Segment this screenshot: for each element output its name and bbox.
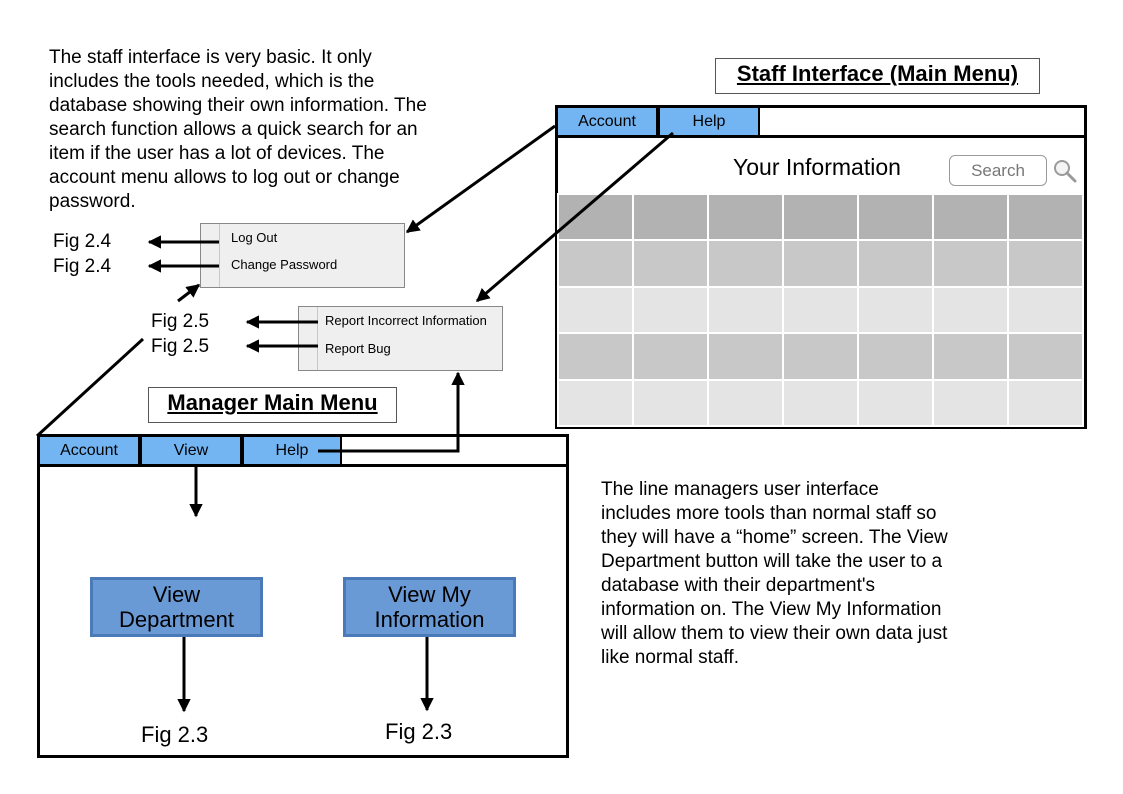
help-menu-arrow: [475, 131, 674, 303]
manager-help-arrow: [318, 371, 465, 453]
description-line: search function allows a quick search fo…: [49, 119, 418, 140]
staff-help-tab[interactable]: Help: [658, 106, 760, 137]
grid-cell: [932, 239, 1009, 288]
grid-row: [557, 239, 1084, 288]
fig-ref-log-out: Fig 2.4: [53, 231, 112, 252]
staff-description: The staff interface is very basic. It on…: [49, 46, 427, 214]
staff-account-tab[interactable]: Account: [556, 106, 658, 137]
grid-cell: [707, 192, 784, 242]
grid-cell: [632, 378, 709, 428]
grid-cell: [557, 285, 634, 335]
grid-cell: [857, 332, 934, 381]
change-password-menu-item[interactable]: Change Password: [231, 257, 338, 272]
description-line: The line managers user interface: [601, 479, 879, 500]
grid-cell: [932, 192, 1009, 242]
information-grid: [557, 192, 1084, 428]
fig-ref-report-bug: Fig 2.5: [151, 336, 210, 357]
fig-ref-view-my-information: Fig 2.3: [385, 719, 453, 744]
fig-ref-report-incorrect: Fig 2.5: [151, 311, 210, 332]
your-information-heading: Your Information: [733, 154, 901, 180]
description-line: includes more tools than normal staff so: [601, 503, 937, 524]
search-icon[interactable]: [1052, 158, 1078, 184]
description-line: like normal staff.: [601, 647, 739, 668]
grid-cell: [932, 378, 1009, 428]
grid-cell: [782, 332, 859, 381]
description-line: information on. The View My Information: [601, 599, 942, 620]
grid-row: [557, 378, 1084, 428]
manager-view-tab[interactable]: View: [140, 435, 242, 466]
grid-cell: [557, 239, 634, 288]
grid-cell: [707, 285, 784, 335]
grid-cell: [557, 332, 634, 381]
grid-cell: [557, 378, 634, 428]
grid-cell: [857, 378, 934, 428]
description-line: database with their department's: [601, 575, 876, 596]
grid-cell: [1007, 332, 1084, 381]
button-label-line: View: [152, 582, 201, 607]
search-input[interactable]: Search: [949, 155, 1047, 186]
description-line: password.: [49, 191, 136, 212]
grid-cell: [1007, 192, 1084, 242]
description-line: account menu allows to log out or change: [49, 167, 400, 188]
grid-cell: [632, 239, 709, 288]
grid-cell: [857, 239, 934, 288]
menu-divider: [557, 135, 1084, 138]
report-bug-menu-item[interactable]: Report Bug: [325, 341, 391, 356]
grid-cell: [1007, 378, 1084, 428]
grid-cell: [782, 192, 859, 242]
grid-cell: [932, 332, 1009, 381]
menu-divider: [39, 464, 566, 467]
description-line: will allow them to view their own data j…: [601, 623, 948, 644]
manager-account-arrow-upper: [177, 283, 201, 303]
grid-cell: [857, 192, 934, 242]
grid-cell: [782, 239, 859, 288]
fig-ref-view-department: Fig 2.3: [141, 722, 209, 747]
fig-ref-change-password: Fig 2.4: [53, 256, 112, 277]
report-incorrect-information-menu-item[interactable]: Report Incorrect Information: [325, 313, 487, 328]
grid-cell: [857, 285, 934, 335]
button-label-line: View My: [388, 582, 471, 607]
grid-cell: [632, 192, 709, 242]
grid-cell: [632, 332, 709, 381]
grid-cell: [782, 285, 859, 335]
staff-interface-title: Staff Interface (Main Menu): [715, 58, 1040, 94]
grid-cell: [632, 285, 709, 335]
grid-row: [557, 285, 1084, 335]
account-menu-arrow: [405, 124, 556, 234]
grid-cell: [707, 239, 784, 288]
log-out-menu-item[interactable]: Log Out: [231, 230, 278, 245]
account-dropdown-menu: Log Out Change Password: [200, 223, 405, 288]
button-label-line: Department: [119, 607, 234, 632]
grid-row: [557, 332, 1084, 381]
description-line: The staff interface is very basic. It on…: [49, 47, 372, 68]
grid-cell: [932, 285, 1009, 335]
manager-account-arrow-lower: [35, 337, 145, 438]
grid-cell: [1007, 239, 1084, 288]
view-my-information-button[interactable]: View My Information: [343, 577, 516, 637]
grid-cell: [782, 378, 859, 428]
button-label-line: Information: [374, 607, 485, 632]
grid-cell: [1007, 285, 1084, 335]
manager-main-menu-title: Manager Main Menu: [148, 387, 397, 423]
description-line: database showing their own information. …: [49, 95, 427, 116]
grid-cell: [707, 378, 784, 428]
description-line: they will have a “home” screen. The View: [601, 527, 948, 548]
grid-cell: [707, 332, 784, 381]
grid-row: [557, 192, 1084, 242]
view-department-button[interactable]: View Department: [90, 577, 263, 637]
description-line: Department button will take the user to …: [601, 551, 943, 572]
description-line: includes the tools needed, which is the: [49, 71, 375, 92]
description-line: item if the user has a lot of devices. T…: [49, 143, 385, 164]
manager-description: The line managers user interface include…: [601, 478, 948, 670]
help-dropdown-menu: Report Incorrect Information Report Bug: [298, 306, 503, 371]
